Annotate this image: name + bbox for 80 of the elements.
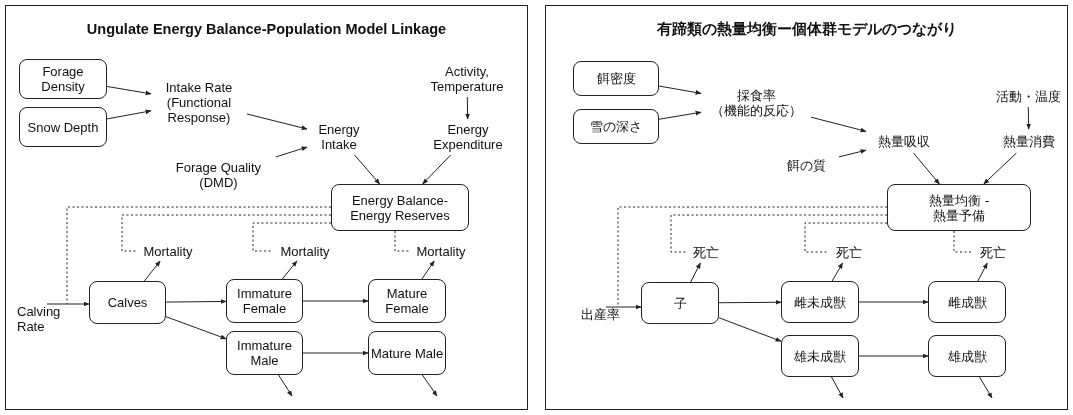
arrow bbox=[831, 262, 844, 282]
variable-label: 採食率（機能的反応） bbox=[701, 83, 811, 123]
state-box: 雄未成獣 bbox=[781, 335, 859, 377]
state-box: 子 bbox=[641, 282, 719, 324]
variable-label: Activity, Temperature bbox=[417, 61, 517, 97]
dotted-connector bbox=[66, 206, 332, 305]
dotted-connector bbox=[953, 230, 974, 253]
arrow bbox=[810, 116, 867, 133]
dotted-connector bbox=[394, 230, 410, 252]
variable-label: 餌の質 bbox=[773, 153, 839, 177]
variable-label: Intake Rate (Functional Response) bbox=[151, 77, 247, 127]
variable-label: 死亡 bbox=[829, 241, 869, 263]
dotted-connector bbox=[617, 206, 888, 308]
state-box: Snow Depth bbox=[19, 107, 107, 147]
arrow bbox=[165, 299, 227, 304]
dotted-connector bbox=[252, 222, 332, 252]
dotted-connector bbox=[804, 222, 888, 253]
arrow bbox=[281, 260, 298, 280]
state-box: 雌成獣 bbox=[928, 281, 1006, 323]
arrow bbox=[46, 301, 90, 307]
arrow bbox=[421, 260, 435, 280]
dotted-connector bbox=[670, 214, 888, 253]
arrow bbox=[354, 154, 381, 185]
variable-label: Forage Quality (DMD) bbox=[161, 157, 276, 193]
arrow bbox=[858, 353, 929, 359]
arrow bbox=[106, 85, 152, 96]
variable-label: 死亡 bbox=[686, 241, 726, 263]
state-box: 餌密度 bbox=[573, 61, 659, 96]
state-box: Immature Male bbox=[226, 331, 303, 375]
arrow bbox=[106, 109, 152, 120]
variable-label: Energy Expenditure bbox=[419, 119, 517, 155]
variable-label: Energy Intake bbox=[307, 119, 371, 155]
arrow bbox=[838, 149, 867, 158]
variable-label: Mortality bbox=[409, 241, 473, 261]
arrow bbox=[165, 316, 227, 340]
state-box: 雪の深さ bbox=[573, 109, 659, 144]
state-box: Immature Female bbox=[226, 279, 303, 323]
arrow bbox=[422, 154, 452, 185]
panel-title: Ungulate Energy Balance-Population Model Linkage bbox=[85, 22, 448, 37]
variable-label: Mortality bbox=[273, 241, 337, 261]
arrow bbox=[278, 374, 293, 397]
dotted-connector bbox=[121, 214, 332, 252]
arrow bbox=[983, 152, 1017, 185]
variable-label: 活動・温度 bbox=[989, 85, 1067, 107]
arrow bbox=[605, 304, 642, 310]
panel-frame bbox=[5, 5, 528, 410]
variable-label: 死亡 bbox=[973, 241, 1013, 263]
arrow bbox=[913, 152, 940, 185]
state-box: Forage Density bbox=[19, 59, 107, 99]
arrow bbox=[465, 96, 470, 120]
arrow bbox=[275, 146, 308, 158]
state-box: Mature Female bbox=[368, 279, 446, 323]
state-box: 雄成獣 bbox=[928, 335, 1006, 377]
arrow bbox=[1026, 106, 1031, 130]
arrow bbox=[718, 317, 782, 342]
state-box: 雌未成獣 bbox=[781, 281, 859, 323]
panel-title: 有蹄類の熱量均衡ー個体群モデルのつながり bbox=[655, 22, 958, 37]
variable-label: Mortality bbox=[136, 241, 200, 261]
variable-label: Calving Rate bbox=[17, 304, 77, 336]
state-box: Mature Male bbox=[368, 331, 446, 375]
arrow bbox=[658, 110, 702, 120]
state-box: Energy Balance- Energy Reserves bbox=[331, 184, 469, 231]
arrow bbox=[831, 376, 844, 399]
arrow bbox=[658, 85, 702, 95]
variable-label: 熱量消費 bbox=[993, 129, 1065, 153]
arrow bbox=[718, 299, 782, 305]
variable-label: 熱量吸収 bbox=[866, 129, 941, 153]
panel-frame bbox=[545, 5, 1068, 410]
state-box: 熱量均衡 -熱量予備 bbox=[887, 184, 1031, 231]
arrow bbox=[977, 262, 988, 282]
state-box: Calves bbox=[89, 281, 166, 324]
arrow bbox=[302, 350, 369, 356]
variable-label: 出産率 bbox=[581, 307, 631, 329]
arrow bbox=[302, 298, 369, 304]
arrow bbox=[421, 374, 438, 397]
arrow bbox=[246, 113, 308, 130]
arrow bbox=[690, 262, 701, 283]
arrow bbox=[143, 260, 161, 282]
arrow bbox=[858, 299, 929, 305]
arrow bbox=[979, 376, 993, 399]
